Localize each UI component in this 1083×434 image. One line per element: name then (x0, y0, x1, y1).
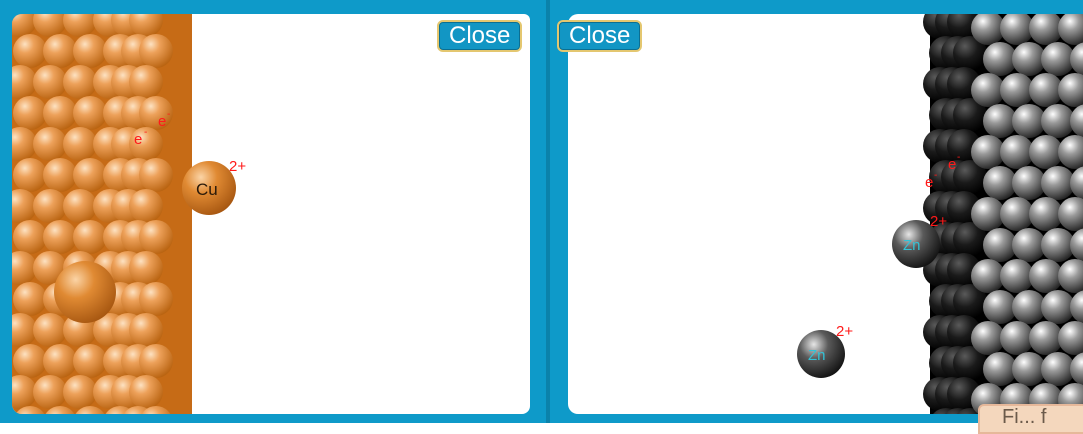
zinc-atom (983, 166, 1017, 200)
zinc-atom (983, 104, 1017, 138)
zinc-atom (1012, 104, 1046, 138)
zinc-atom (971, 135, 1005, 169)
zinc-atom (1000, 197, 1034, 231)
copper-atom (63, 65, 97, 99)
copper-atom (13, 96, 47, 130)
copper-atom (13, 220, 47, 254)
zinc-ion-upper-symbol: Zn (903, 237, 921, 254)
copper-atom (63, 189, 97, 223)
zinc-atom (983, 42, 1017, 76)
copper-atom (43, 96, 77, 130)
copper-atom (33, 65, 67, 99)
copper-atom-loose (54, 261, 116, 323)
zinc-atom (1000, 321, 1034, 355)
copper-lattice (12, 14, 173, 414)
zinc-atom (971, 73, 1005, 107)
copper-atom (43, 220, 77, 254)
copper-atom (43, 158, 77, 192)
copper-ion-symbol: Cu (196, 180, 218, 199)
copper-atom (129, 375, 163, 409)
copper-atom (13, 282, 47, 316)
zinc-atom (1029, 321, 1063, 355)
copper-atom (139, 34, 173, 68)
zinc-atom (1041, 42, 1075, 76)
copper-ion-charge: 2+ (229, 158, 246, 175)
copper-atom (33, 313, 67, 347)
copper-viewport: Cu 2+ e - e - (12, 14, 530, 414)
copper-atom (13, 158, 47, 192)
copper-atom (33, 375, 67, 409)
close-button-right[interactable]: Close (557, 20, 642, 52)
close-button-left[interactable]: Close (437, 20, 522, 52)
copper-atom (63, 375, 97, 409)
copper-atom (43, 344, 77, 378)
next-panel-tab[interactable]: Fi... f (978, 404, 1083, 434)
copper-atom (33, 189, 67, 223)
zinc-atom (1012, 228, 1046, 262)
electron-label-1: e (134, 131, 142, 148)
zinc-atom (1012, 352, 1046, 386)
copper-atom (33, 127, 67, 161)
copper-atom (73, 34, 107, 68)
copper-atom (139, 158, 173, 192)
zinc-atom (1000, 73, 1034, 107)
zinc-atom (983, 228, 1017, 262)
zinc-scene: Zn 2+ Zn 2+ e - e - (568, 14, 1083, 414)
zinc-atom (1000, 259, 1034, 293)
electron-charge-3: - (934, 170, 937, 181)
electron-charge-1: - (144, 127, 147, 138)
zinc-ion-lower-charge: 2+ (836, 323, 853, 340)
zinc-atom (1041, 104, 1075, 138)
zinc-atom (971, 259, 1005, 293)
copper-atom (63, 127, 97, 161)
zinc-ion-lower-symbol: Zn (808, 347, 826, 364)
zinc-ion-upper-charge: 2+ (930, 213, 947, 230)
zinc-atom (1041, 228, 1075, 262)
copper-atom (129, 251, 163, 285)
zinc-atom (1041, 290, 1075, 324)
zinc-panel: Zn 2+ Zn 2+ e - e - Close (550, 0, 1083, 423)
zinc-atom (971, 321, 1005, 355)
copper-atom (13, 344, 47, 378)
zinc-viewport: Zn 2+ Zn 2+ e - e - (568, 14, 1083, 414)
electron-label-4: e (948, 156, 956, 173)
copper-atom (73, 96, 107, 130)
copper-atom (13, 34, 47, 68)
copper-atom (73, 158, 107, 192)
copper-atom (73, 220, 107, 254)
next-panel-tab-label: Fi... f (1002, 406, 1046, 428)
copper-panel: Cu 2+ e - e - Close (0, 0, 546, 423)
zinc-atom (1029, 135, 1063, 169)
copper-atom (129, 65, 163, 99)
copper-atom (43, 34, 77, 68)
copper-scene: Cu 2+ e - e - (12, 14, 530, 414)
copper-atom (129, 189, 163, 223)
zinc-atom (1041, 166, 1075, 200)
copper-atom (139, 282, 173, 316)
copper-atom (139, 220, 173, 254)
electron-charge-4: - (957, 152, 960, 163)
zinc-atom (1000, 135, 1034, 169)
zinc-atom (983, 352, 1017, 386)
copper-atom (73, 344, 107, 378)
copper-atom (129, 313, 163, 347)
zinc-atom (1012, 166, 1046, 200)
zinc-atom (1029, 259, 1063, 293)
electron-charge-2: - (167, 109, 170, 120)
zinc-atom (1029, 197, 1063, 231)
electron-label-2: e (158, 113, 166, 130)
zinc-atom (1029, 73, 1063, 107)
zinc-atom (983, 290, 1017, 324)
copper-atom (139, 344, 173, 378)
electron-label-3: e (925, 174, 933, 191)
zinc-atom (1041, 352, 1075, 386)
zinc-atom (1012, 42, 1046, 76)
zinc-atom (1012, 290, 1046, 324)
zinc-atom (971, 197, 1005, 231)
